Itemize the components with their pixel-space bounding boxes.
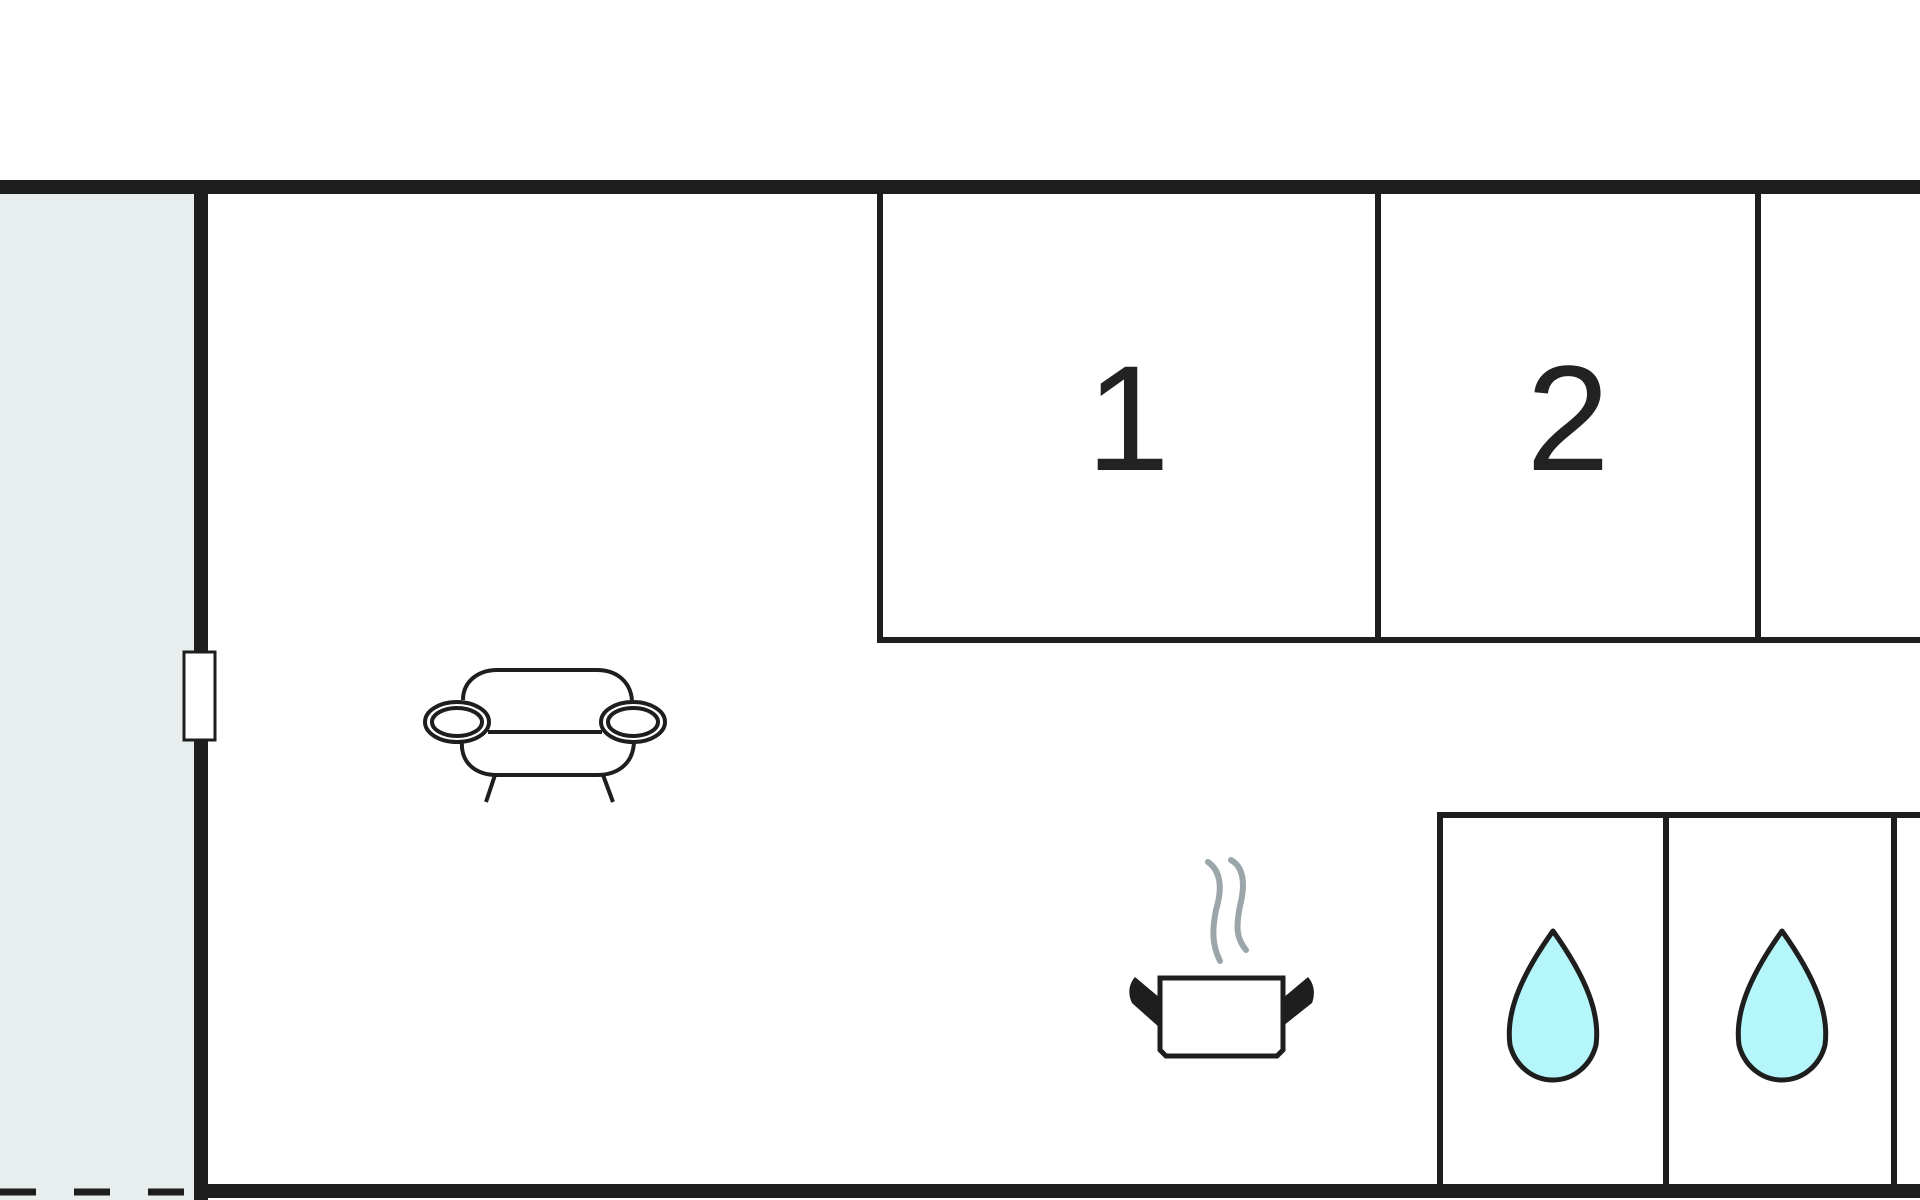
bedroom-1: 1	[877, 187, 1381, 643]
bedroom-3-partial	[1755, 190, 1920, 643]
water-drop-icon	[1506, 928, 1600, 1083]
terrace-area	[0, 190, 196, 1200]
entrance-door	[182, 650, 217, 742]
water-drop-icon	[1735, 928, 1829, 1083]
bedroom-1-number: 1	[1086, 334, 1169, 502]
cooking-pot-icon	[1129, 857, 1314, 1059]
bedroom-2: 2	[1375, 187, 1761, 643]
bathroom-3-partial	[1891, 812, 1920, 1195]
bedroom-2-number: 2	[1526, 334, 1609, 502]
sofa-icon	[423, 668, 667, 803]
